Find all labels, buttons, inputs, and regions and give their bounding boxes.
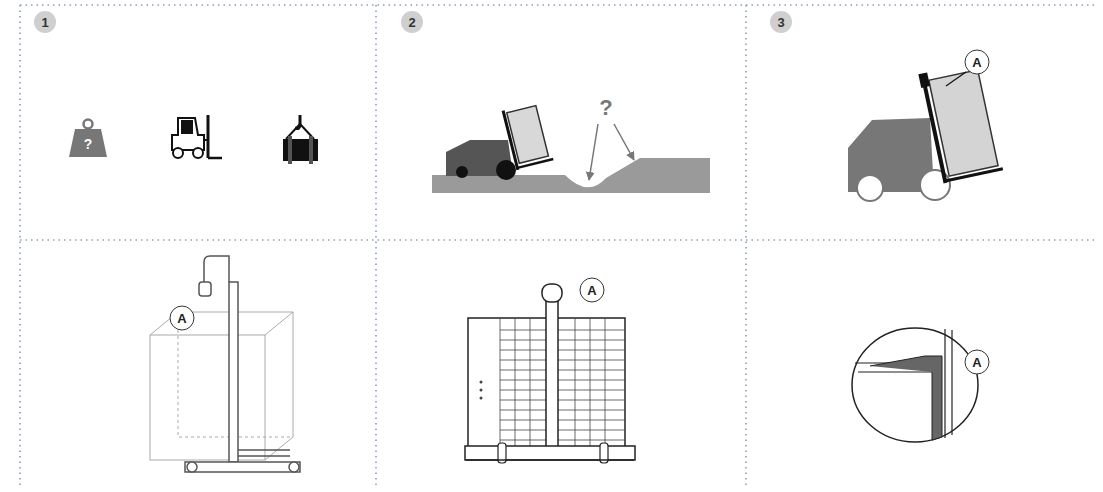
crane-icon [283,115,318,164]
load-with-stand [150,256,300,472]
forklift-large [848,61,1003,201]
step-number: 3 [770,11,792,33]
callout-letter: A [170,306,195,331]
callout-letter: A [965,50,990,75]
ground-question: ? [599,95,612,121]
weight-question: ? [84,136,93,152]
panel-grid [20,5,1095,488]
weight-icon [69,120,107,158]
forklift-small [446,102,554,180]
step-number: 1 [34,11,56,33]
question-arrows [589,124,634,180]
step-number: 2 [401,11,423,33]
callout-letter: A [580,278,605,303]
callout-letter: A [965,350,990,375]
rack-with-mast [465,284,635,463]
forklift-icon [172,115,222,158]
zoom-detail [852,328,978,442]
